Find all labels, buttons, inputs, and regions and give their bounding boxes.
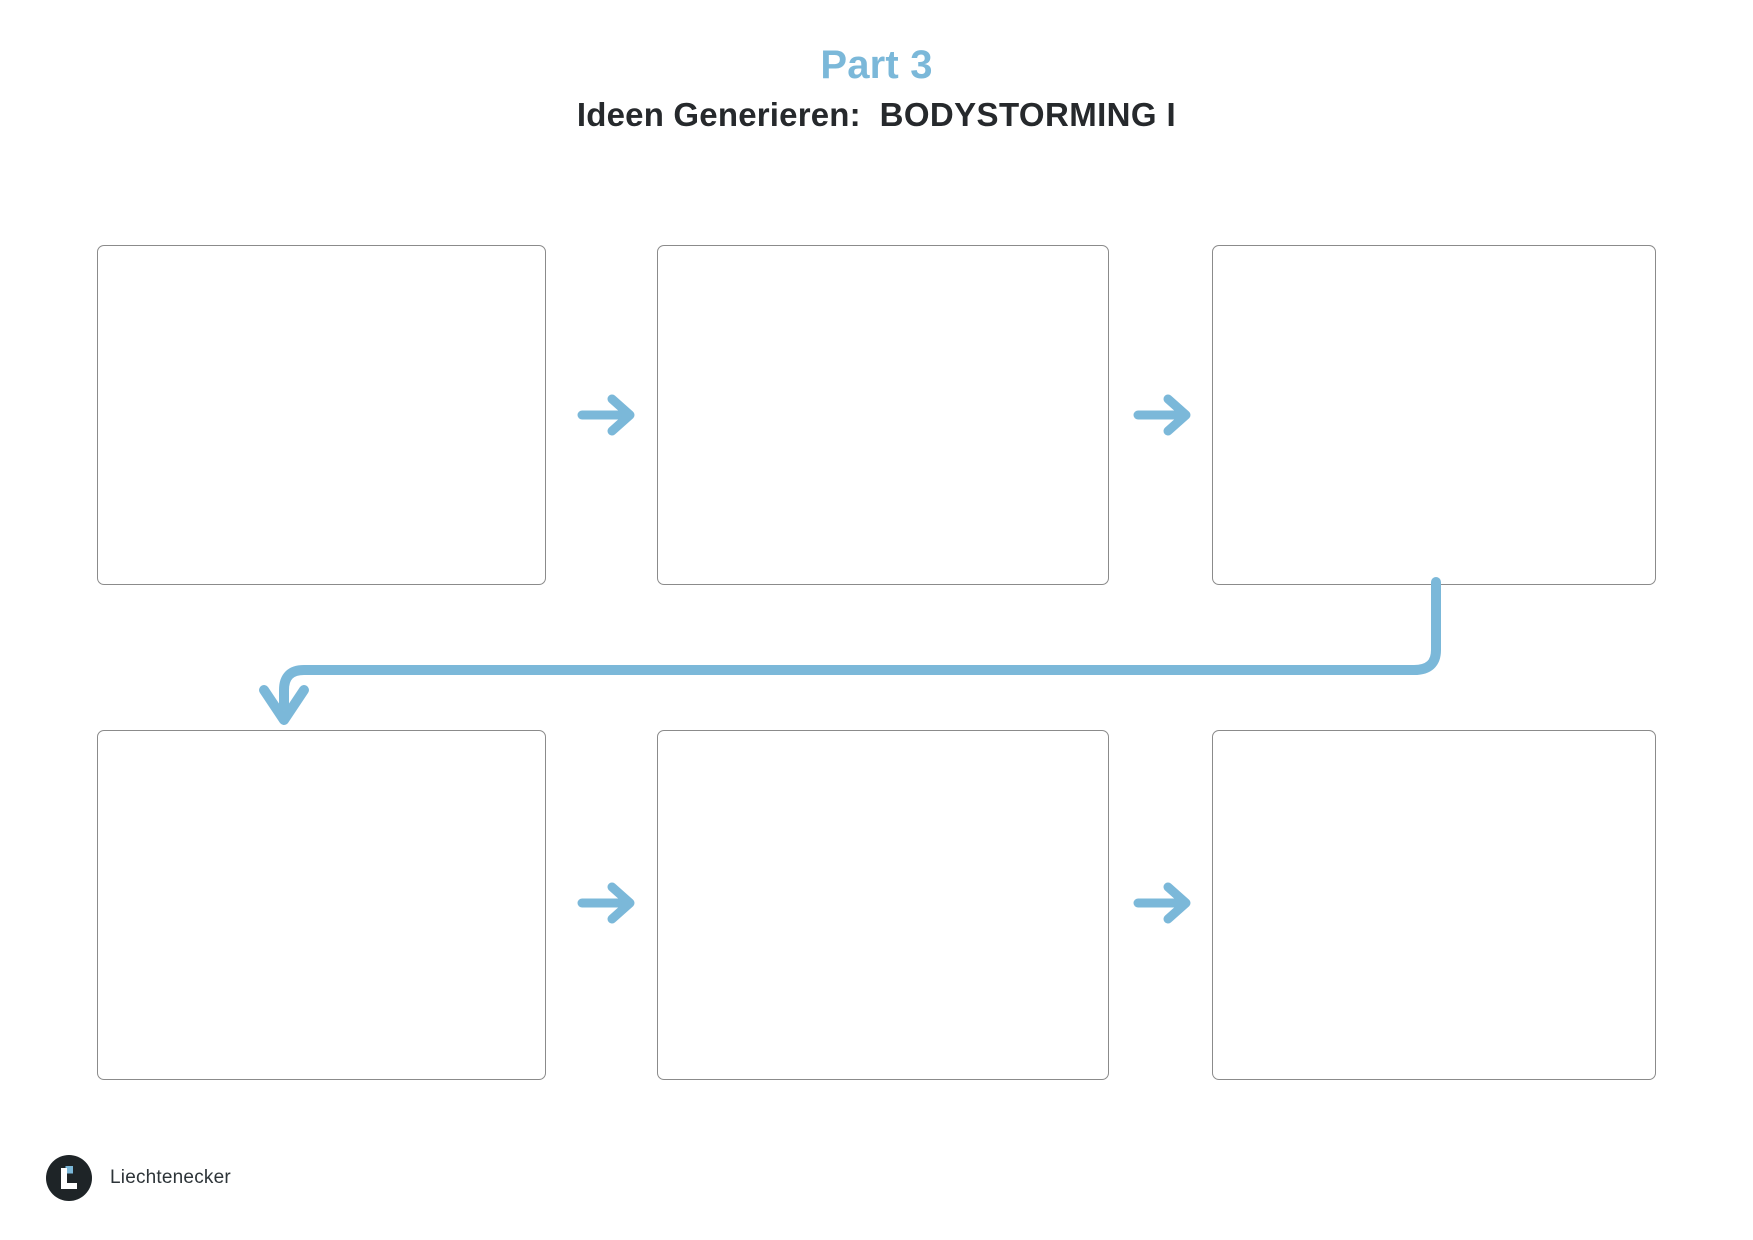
storyboard-frame-3[interactable] (1212, 245, 1656, 585)
page-part-label: Part 3 (820, 43, 933, 87)
footer-brand: Liechtenecker (46, 1155, 231, 1201)
storyboard-frame-5[interactable] (657, 730, 1109, 1080)
storyboard-frame-6[interactable] (1212, 730, 1656, 1080)
storyboard-frame-2[interactable] (657, 245, 1109, 585)
arrow-right-icon-4 (1133, 880, 1196, 926)
storyboard-frame-1[interactable] (97, 245, 546, 585)
liechtenecker-logo-icon (46, 1155, 92, 1201)
storyboard-frame-4[interactable] (97, 730, 546, 1080)
arrow-right-icon-1 (577, 392, 640, 438)
brand-name-label: Liechtenecker (110, 1167, 231, 1188)
arrow-right-icon-3 (577, 880, 640, 926)
page-title-lead: Ideen Generieren: (576, 96, 861, 133)
connector-wrap-arrow-icon (259, 577, 1480, 738)
page-title: Ideen Generieren: BODYSTORMING I (0, 96, 1753, 134)
page-title-caps: BODYSTORMING I (879, 96, 1177, 133)
arrow-right-icon-2 (1133, 392, 1196, 438)
page-header: Part 3 Ideen Generieren: BODYSTORMING I (0, 0, 1753, 134)
